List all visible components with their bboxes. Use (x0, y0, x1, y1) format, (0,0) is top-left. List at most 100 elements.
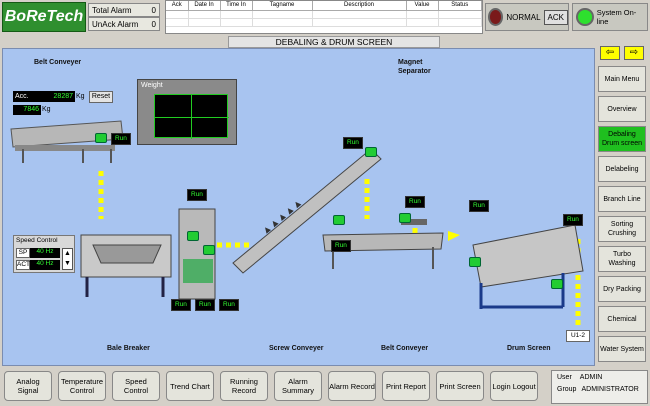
motor-icon (203, 245, 215, 255)
col-ack: Ack (166, 1, 189, 11)
user-label: User (557, 374, 572, 381)
label-bale-breaker: Bale Breaker (107, 345, 150, 352)
btn-login-logout[interactable]: Login Logout (490, 371, 538, 401)
acc-value: 28287 (53, 93, 73, 100)
btn-alarm-summary[interactable]: Alarm Summary (274, 371, 322, 401)
online-label: System On-line (596, 8, 637, 26)
speed-control-panel: Speed Control SP 40 Hz ACT 40 Hz ▲ ▼ (13, 235, 75, 273)
logo-text: BoReTech (4, 8, 84, 25)
col-value: Value (406, 1, 439, 11)
normal-status-box: NORMAL ACK (485, 3, 569, 31)
btn-print-screen[interactable]: Print Screen (436, 371, 484, 401)
col-description: Description (312, 1, 407, 11)
table-row[interactable] (166, 18, 482, 27)
col-date-in: Date In (188, 1, 221, 11)
run-indicator-bale-2: Run (195, 299, 215, 311)
reset-button[interactable]: Reset (89, 91, 113, 103)
arrow-left-icon: ⇦ (605, 47, 615, 58)
ack-button[interactable]: ACK (543, 9, 568, 25)
act-value: 40 Hz (30, 260, 60, 270)
user-info-panel: User ADMIN Group ADMINISTRATOR (551, 370, 648, 404)
motor-icon (187, 231, 199, 241)
nav-dry-packing[interactable]: Dry Packing (598, 276, 646, 302)
normal-lamp-icon (488, 8, 504, 26)
acc-unit: Kg (76, 93, 85, 100)
weight-value: 7846 (13, 105, 41, 115)
nav-branch-line[interactable]: Branch Line (598, 186, 646, 212)
btn-running-record[interactable]: Running Record (220, 371, 268, 401)
run-indicator-belt-top: Run (111, 133, 131, 145)
motor-icon (333, 215, 345, 225)
btn-speed-control[interactable]: Speed Control (112, 371, 160, 401)
table-row[interactable] (166, 10, 482, 19)
label-belt-conveyer-top: Belt Conveyer (34, 59, 82, 66)
run-indicator-drum-1: Run (469, 200, 489, 212)
btn-temperature-control[interactable]: Temperature Control (58, 371, 106, 401)
btn-analog-signal[interactable]: Analog Signal (4, 371, 52, 401)
unack-alarm-box: UnAck Alarm 0 (88, 17, 160, 31)
sp-value[interactable]: 40 Hz (30, 248, 60, 258)
btn-print-report[interactable]: Print Report (382, 371, 430, 401)
nav-back-button[interactable]: ⇦ (600, 46, 620, 60)
run-indicator-bale-3: Run (219, 299, 239, 311)
run-indicator-screw: Run (343, 137, 363, 149)
weight-chart-panel[interactable]: Weight (137, 79, 237, 145)
nav-overview[interactable]: Overview (598, 96, 646, 122)
weight-chart-title: Weight (141, 82, 163, 89)
nav-delabeling[interactable]: Delabeling (598, 156, 646, 182)
alarm-table[interactable]: Ack Date In Time In Tagname Description … (165, 0, 483, 34)
belt-conveyer-bottom-machine (322, 219, 444, 269)
arrow-up-icon[interactable]: ▲ (64, 250, 71, 257)
motor-icon (365, 147, 377, 157)
unack-alarm-value: 0 (151, 19, 156, 29)
nav-forward-button[interactable]: ⇨ (624, 46, 644, 60)
nav-main-menu[interactable]: Main Menu (598, 66, 646, 92)
sp-label: SP (16, 248, 30, 258)
col-tagname: Tagname (252, 1, 313, 11)
u12-button[interactable]: U1-2 (566, 330, 590, 342)
btn-alarm-record[interactable]: Alarm Record (328, 371, 376, 401)
run-indicator-belt-bottom: Run (331, 240, 351, 252)
speed-control-label: Speed Control (16, 237, 58, 244)
label-belt-conveyer-bottom: Belt Conveyer (381, 345, 429, 352)
acc-display: Acc. 28287 (13, 91, 75, 102)
weight-trend-plot (154, 94, 229, 139)
total-alarm-label: Total Alarm (92, 5, 132, 15)
nav-chemical[interactable]: Chemical (598, 306, 646, 332)
motor-icon (95, 133, 107, 143)
nav-water-system[interactable]: Water System (598, 336, 646, 362)
total-alarm-value: 0 (151, 5, 156, 15)
label-screw-conveyer: Screw Conveyer (269, 345, 324, 352)
weight-unit: Kg (42, 106, 51, 113)
arrow-right-icon: ⇨ (629, 47, 639, 58)
acc-label: Acc. (15, 93, 29, 100)
brand-logo: BoReTech (2, 2, 86, 32)
speed-stepper[interactable]: ▲ ▼ (62, 248, 73, 270)
online-lamp-icon (576, 8, 594, 26)
motor-icon (469, 257, 481, 267)
nav-sorting-crushing[interactable]: Sorting Crushing (598, 216, 646, 242)
total-alarm-box: Total Alarm 0 (88, 3, 160, 17)
group-label: Group (557, 386, 577, 393)
label-separator: Separator (398, 68, 431, 75)
run-indicator-magnet: Run (405, 196, 425, 208)
btn-trend-chart[interactable]: Trend Chart (166, 371, 214, 401)
nav-turbo-washing[interactable]: Turbo Washing (598, 246, 646, 272)
unack-alarm-label: UnAck Alarm (92, 19, 139, 29)
flow-arrow (448, 231, 460, 241)
page-title: DEBALING & DRUM SCREEN (228, 36, 440, 48)
arrow-down-icon[interactable]: ▼ (64, 260, 71, 267)
screw-conveyer-machine: ▲▲▲▲▲ (232, 148, 382, 274)
motor-icon (399, 213, 411, 223)
sp-row[interactable]: SP 40 Hz (16, 248, 60, 258)
label-drum-screen: Drum Screen (507, 345, 551, 352)
normal-label: NORMAL (506, 12, 541, 22)
run-indicator-drum-2: Run (563, 214, 583, 226)
run-indicator-bale-1: Run (171, 299, 191, 311)
drum-screen-machine (472, 224, 584, 309)
act-label: ACT (16, 260, 30, 270)
group-value: ADMINISTRATOR (581, 386, 639, 393)
nav-debaling-drum-screen[interactable]: Debaling Drum screen (598, 126, 646, 152)
label-magnet: Magnet (398, 59, 423, 66)
process-canvas: ▲▲▲▲▲ Belt Conveyer Magnet Separator Bal… (2, 48, 595, 366)
